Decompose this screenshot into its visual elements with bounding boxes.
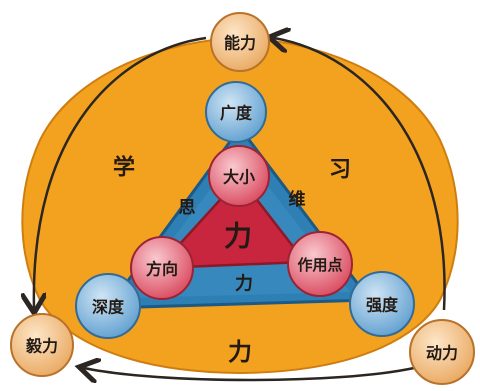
svg-text:作用点: 作用点 <box>297 256 342 274</box>
svg-text:广度: 广度 <box>220 104 253 123</box>
arrow-top-to-bottom-left <box>34 36 207 308</box>
ring-label-top-left: 学 <box>113 155 135 181</box>
ring-label-top-right: 习 <box>329 158 351 183</box>
svg-text:能力: 能力 <box>224 34 256 53</box>
corner-node-bottom-right: 动力 <box>409 319 475 385</box>
inner-node-right: 作用点 <box>287 231 353 297</box>
center-label: 力 <box>224 220 252 253</box>
svg-text:大小: 大小 <box>223 168 255 187</box>
outer-node-right: 强度 <box>349 271 415 337</box>
inner-node-left: 方向 <box>130 236 194 300</box>
arrow-bottom-right-to-top <box>274 38 446 311</box>
red-triangle <box>156 176 307 270</box>
inner-node-top: 大小 <box>208 145 270 207</box>
corner-node-top: 能力 <box>210 12 270 72</box>
svg-text:毅力: 毅力 <box>25 337 58 356</box>
corner-node-bottom-left: 毅力 <box>10 313 74 377</box>
outer-node-top: 广度 <box>205 81 267 143</box>
edge-label-bottom: 力 <box>235 274 253 295</box>
arrow-bottom-right-to-bottom-left <box>84 368 415 380</box>
outer-node-left: 深度 <box>75 273 141 339</box>
svg-text:强度: 强度 <box>366 296 399 315</box>
edge-label-left: 思 <box>179 198 196 218</box>
ring-label-bottom: 力 <box>228 338 252 366</box>
edge-label-right: 维 <box>289 189 306 210</box>
svg-text:方向: 方向 <box>146 260 178 279</box>
svg-text:深度: 深度 <box>92 298 125 317</box>
svg-text:动力: 动力 <box>426 344 458 363</box>
